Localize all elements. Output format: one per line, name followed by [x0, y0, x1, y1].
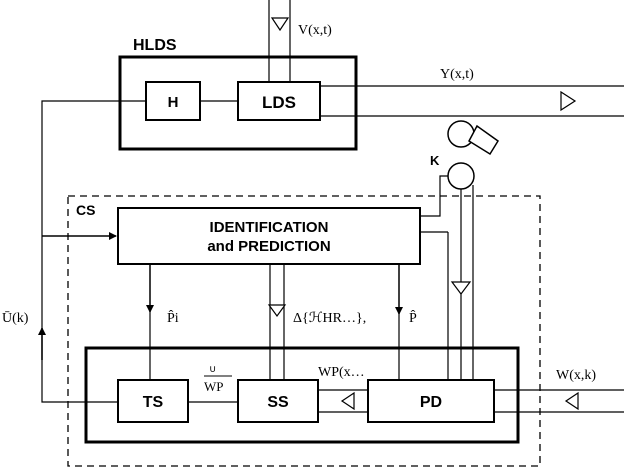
pi-label: P̂i [167, 309, 179, 326]
pd-ident-amplifier-icon [450, 281, 472, 295]
k-sensor-lower-icon [447, 162, 475, 190]
ss-block-label: SS [267, 394, 289, 411]
p-hat-label: P̂ [409, 309, 417, 326]
wp-bar-label: WP [204, 379, 224, 394]
v-signal-label: V(x,t) [298, 23, 332, 38]
y-channel-amplifier-icon [560, 90, 577, 112]
ts-block[interactable] [117, 379, 189, 423]
w-signal-label: W(x,k) [556, 368, 596, 383]
hlds-label: HLDS [133, 37, 177, 54]
ident-line2-label: and PREDICTION [207, 238, 330, 255]
y-signal-label: Y(x,t) [440, 67, 474, 82]
v-channel-amplifier-icon [270, 17, 290, 32]
h-block-label: H [168, 94, 179, 111]
u-feedback-loop [41, 100, 146, 403]
hlds-box [118, 55, 358, 151]
delta-label: Δ{ℋHR…}, [293, 311, 366, 326]
delta-channel-amplifier-icon [267, 304, 287, 318]
pd-ss-amplifier-icon [340, 391, 355, 411]
ident-line1-label: IDENTIFICATION [210, 219, 329, 236]
k-label: K [430, 153, 440, 168]
wp-mark-label: ∪ [209, 364, 216, 375]
control-system-inner-box [84, 346, 520, 444]
u-signal-label: Ū(k) [2, 310, 29, 326]
k-sensor-upper-icon [447, 120, 475, 148]
cs-boundary [67, 195, 541, 467]
wp-signal-label: WP(x… [318, 365, 365, 380]
lds-block-label: LDS [262, 93, 296, 112]
ts-block-label: TS [143, 394, 164, 411]
identification-prediction-block[interactable] [117, 207, 421, 265]
pd-block[interactable] [367, 379, 495, 423]
k-ident-link [420, 175, 448, 217]
cs-label: CS [76, 202, 95, 218]
ss-block[interactable] [237, 379, 319, 423]
k-sensor-housing-icon [468, 124, 500, 156]
pd-block-label: PD [420, 394, 442, 411]
w-channel-amplifier-icon [564, 391, 579, 411]
